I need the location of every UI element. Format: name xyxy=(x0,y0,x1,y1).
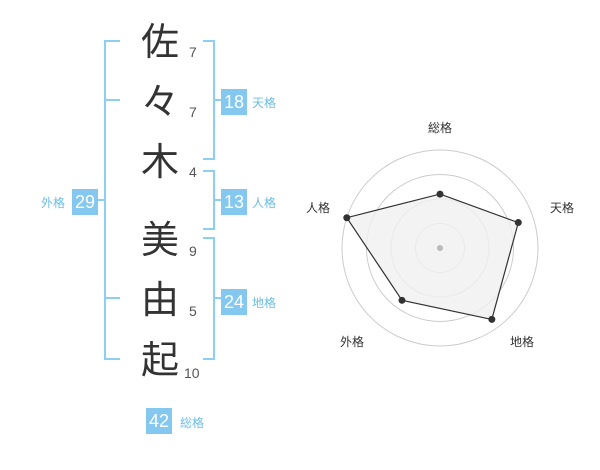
gaikaku-label: 外格 xyxy=(41,196,66,210)
radar-point-0 xyxy=(436,190,444,198)
radar-label-gaikaku: 外格 xyxy=(340,334,364,349)
tenkaku-label: 天格 xyxy=(252,96,277,110)
radar-point-2 xyxy=(488,315,496,323)
radar-polygon xyxy=(345,193,520,321)
radar-label-jinkaku: 人格 xyxy=(306,200,330,215)
soukaku-label: 総格 xyxy=(180,416,205,430)
radar-label-tenkaku: 天格 xyxy=(550,200,574,215)
soukaku-badge: 42 xyxy=(146,408,172,434)
tenkaku-bracket-tick xyxy=(213,99,221,101)
radar-center-dot xyxy=(437,245,443,251)
stroke-count-3: 4 xyxy=(189,164,197,180)
name-char-5: 由 xyxy=(140,278,179,322)
name-char-3: 木 xyxy=(140,140,179,184)
jinkaku-label: 人格 xyxy=(252,196,277,210)
gaikaku-bracket xyxy=(104,40,120,360)
jinkaku-badge: 13 xyxy=(221,189,247,215)
radar-point-4 xyxy=(343,214,351,222)
tenkaku-badge: 18 xyxy=(221,89,247,115)
chikaku-label: 地格 xyxy=(252,296,277,310)
radar-points xyxy=(343,190,522,323)
jinkaku-bracket-tick xyxy=(213,199,221,201)
stroke-count-4: 9 xyxy=(189,243,197,259)
radar-label-soukaku: 総格 xyxy=(428,120,452,135)
gaikaku-bracket-tick xyxy=(98,199,106,201)
radar-label-chikaku: 地格 xyxy=(510,334,534,349)
radar-point-1 xyxy=(514,219,522,227)
name-char-2: 々 xyxy=(140,80,179,124)
gaikaku-tick-1 xyxy=(104,99,120,101)
stroke-count-2: 7 xyxy=(189,104,197,120)
chikaku-bracket-tick xyxy=(213,297,221,299)
stroke-count-5: 5 xyxy=(189,303,197,319)
radar-chart: 総格 天格 地格 外格 人格 xyxy=(306,120,574,349)
name-char-1: 佐 xyxy=(140,20,179,64)
radar-ring-4 xyxy=(341,149,539,347)
gaikaku-tick-2 xyxy=(104,297,120,299)
stroke-count-1: 7 xyxy=(189,44,197,60)
name-char-6: 起 xyxy=(140,338,179,382)
name-char-4: 美 xyxy=(140,218,179,262)
gaikaku-badge: 29 xyxy=(72,189,98,215)
radar-point-3 xyxy=(398,296,406,304)
stroke-count-6: 10 xyxy=(184,365,200,381)
chikaku-badge: 24 xyxy=(221,289,247,315)
